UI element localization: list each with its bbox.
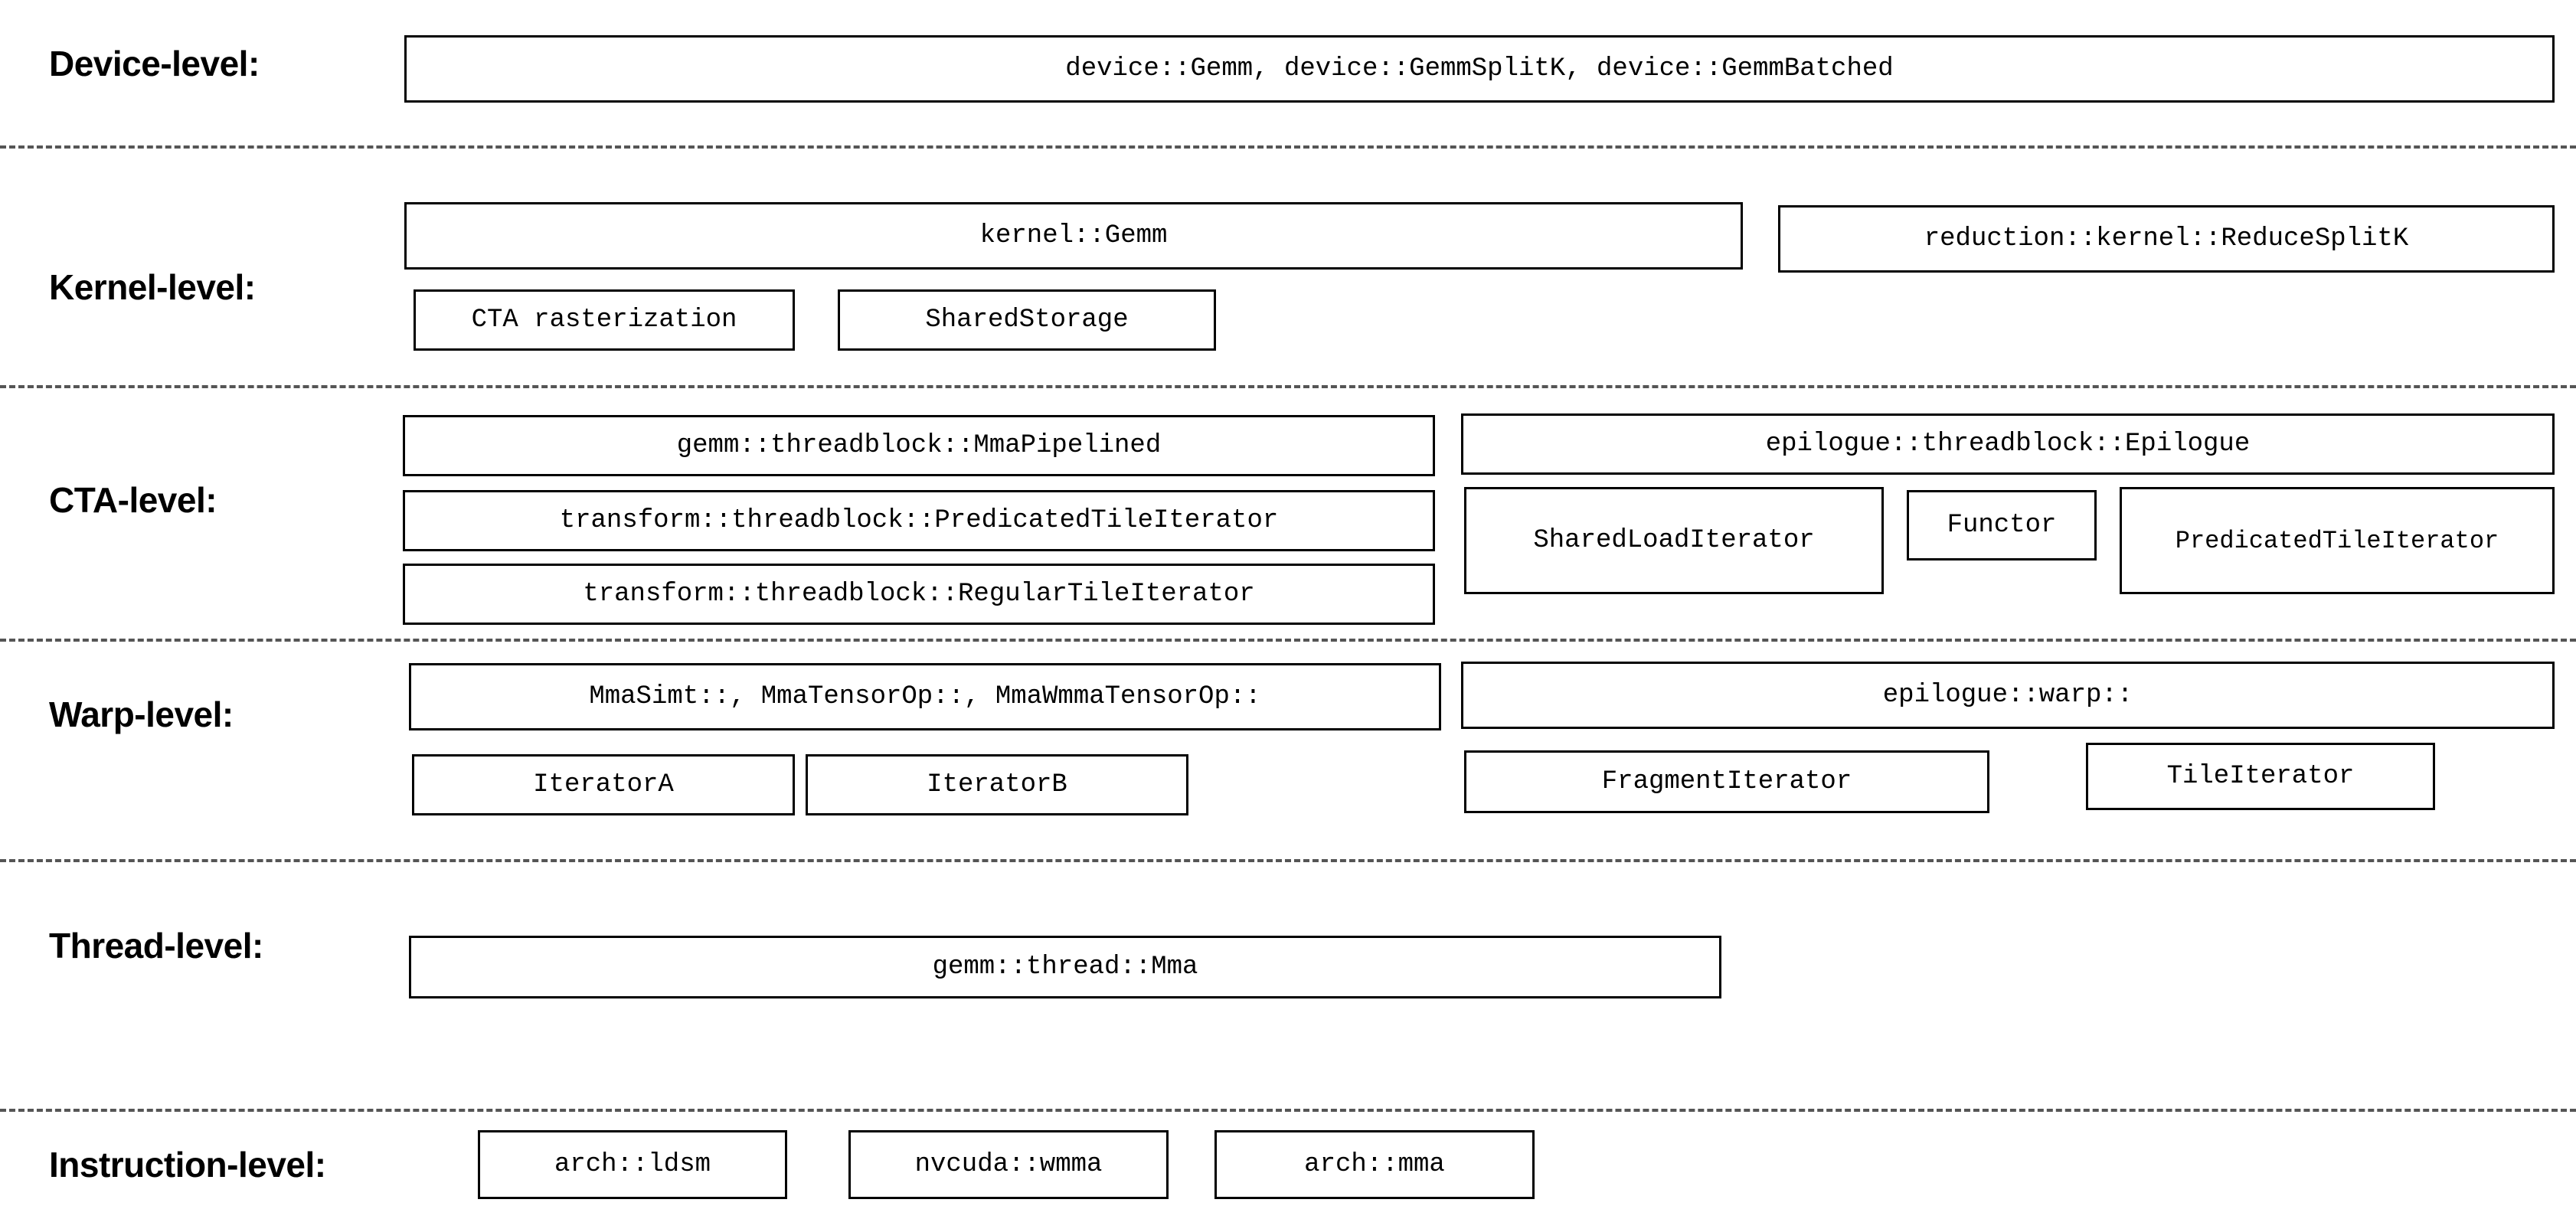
separator-warp-thread — [0, 859, 2576, 862]
box-reduction-kernel-reducesplitk[interactable]: reduction::kernel::ReduceSplitK — [1778, 205, 2555, 273]
box-transform-threadblock-regulartileiterator[interactable]: transform::threadblock::RegularTileItera… — [403, 564, 1435, 625]
level-label-device: Device-level: — [49, 44, 260, 83]
level-label-instruction: Instruction-level: — [49, 1145, 326, 1185]
box-nvcuda-wmma[interactable]: nvcuda::wmma — [848, 1130, 1169, 1199]
box-gemm-threadblock-mmapipelined[interactable]: gemm::threadblock::MmaPipelined — [403, 415, 1435, 476]
box-shared-storage[interactable]: SharedStorage — [838, 289, 1216, 351]
box-warp-tile-iterator[interactable]: TileIterator — [2086, 743, 2435, 810]
box-gemm-thread-mma[interactable]: gemm::thread::Mma — [409, 936, 1721, 998]
box-epilogue-warp[interactable]: epilogue::warp:: — [1461, 662, 2555, 729]
separator-thread-instruction — [0, 1109, 2576, 1112]
box-cta-rasterization[interactable]: CTA rasterization — [414, 289, 795, 351]
separator-cta-warp — [0, 639, 2576, 642]
box-kernel-gemm[interactable]: kernel::Gemm — [404, 202, 1743, 270]
level-label-cta: CTA-level: — [49, 480, 217, 520]
level-label-thread: Thread-level: — [49, 926, 263, 966]
level-label-warp: Warp-level: — [49, 694, 234, 734]
box-arch-mma[interactable]: arch::mma — [1214, 1130, 1535, 1199]
box-arch-ldsm[interactable]: arch::ldsm — [478, 1130, 787, 1199]
box-warp-iterator-a[interactable]: IteratorA — [412, 754, 795, 815]
separator-device-kernel — [0, 145, 2576, 149]
box-shared-load-iterator[interactable]: SharedLoadIterator — [1464, 487, 1884, 594]
separator-kernel-cta — [0, 385, 2576, 388]
box-warp-fragment-iterator[interactable]: FragmentIterator — [1464, 750, 1989, 813]
box-epilogue-predicatedtileiterator[interactable]: PredicatedTileIterator — [2120, 487, 2555, 594]
box-device-gemm[interactable]: device::Gemm, device::GemmSplitK, device… — [404, 35, 2555, 103]
box-warp-iterator-b[interactable]: IteratorB — [806, 754, 1188, 815]
box-epilogue-threadblock-epilogue[interactable]: epilogue::threadblock::Epilogue — [1461, 413, 2555, 475]
box-transform-threadblock-predicatedtileiterator[interactable]: transform::threadblock::PredicatedTileIt… — [403, 490, 1435, 551]
level-label-kernel: Kernel-level: — [49, 267, 256, 307]
box-warp-mma-ops[interactable]: MmaSimt::, MmaTensorOp::, MmaWmmaTensorO… — [409, 663, 1441, 730]
box-functor[interactable]: Functor — [1907, 490, 2097, 560]
